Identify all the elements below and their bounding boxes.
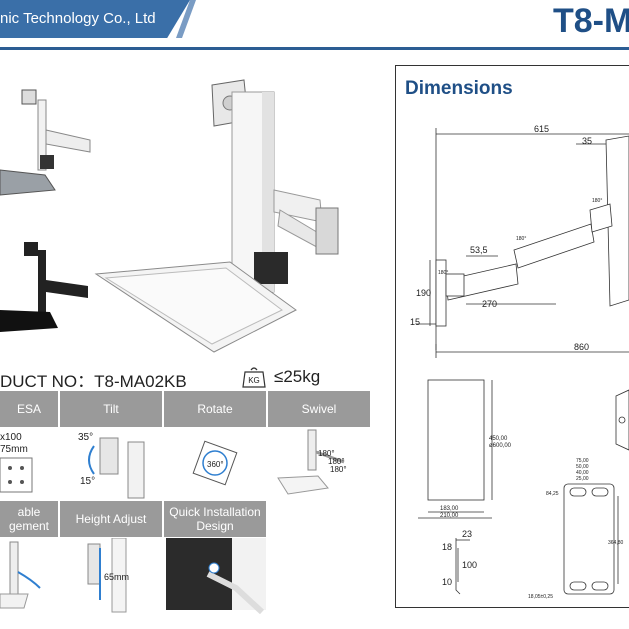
dim-600: ø600,00 [489,443,512,449]
black-mount-thumbnail [0,242,88,332]
dim-25: 25,00 [576,476,589,482]
dim-183: 183,00 [440,506,459,512]
dim-53-5: 53,5 [470,245,488,255]
rotate-arrow-icon [202,450,228,476]
feature-header-height-adjust: Height Adjust [60,501,162,537]
tilt-down-note: 15° [80,476,95,487]
weight-icon: KG [242,367,266,388]
feature-header-vesa: ESA [0,391,58,427]
dim-450: 450,00 [489,436,508,442]
dim-50: 50,00 [576,464,589,470]
weight-limit: ≤25kg [274,367,321,386]
tray-view-drawing [418,379,493,519]
dim-75: 75,00 [576,458,589,464]
feature-header-swivel: Swivel [268,391,370,427]
product-images [0,79,339,353]
dimension-drawings: 615 35 53,5 190 270 15 860 180° 180° 180… [410,124,629,600]
bracket-drawing [563,389,629,595]
white-mount-thumbnail [0,89,91,196]
dim-615: 615 [534,124,549,134]
side-view-drawing [416,128,629,358]
dim-10: 10 [442,577,452,587]
feature-header-quick-install: Quick Installation Design [164,501,266,537]
model-number-title: T8-M [553,2,629,40]
dim-100: 100 [462,560,477,570]
swivel-note-2: 180° [328,457,345,466]
dim-364-80: 364,80 [608,540,624,546]
dim-270: 270 [482,299,497,309]
feature-header-rotate: Rotate [164,391,266,427]
quick-install-monitor-icon [166,538,232,610]
dim-15: 15 [410,317,420,327]
dim-18-05: 18,05±0,25 [528,594,553,600]
rotate-square-icon [192,440,238,486]
tilt-head-icon [99,437,119,475]
arrangement-mount-icon [9,541,19,597]
angle-180-b: 180° [516,236,526,242]
header-rule [0,47,629,50]
header-band [0,0,190,38]
main-product-render [94,79,339,353]
feature-illustrations-row-1: x100 75mm 35° 15° 360° 180° 180° 180° [0,429,347,499]
feature-row-1: ESA Tilt Rotate Swivel [0,391,370,501]
dim-40: 40,00 [576,470,589,476]
feature-header-tilt: Tilt [60,391,162,427]
dim-210: 210,00 [440,513,459,519]
dimensions-title: Dimensions [405,78,513,99]
weight-badge-text: KG [248,376,260,385]
angle-180-c: 180° [592,198,602,204]
dim-23: 23 [462,529,472,539]
dim-860: 860 [574,342,589,352]
tilt-arrow-icon [88,445,95,475]
profile-drawing [455,538,470,595]
height-note: 65mm [104,572,129,582]
angle-180-a: 180° [438,270,448,276]
company-name: nic Technology Co., Ltd [0,10,156,27]
vesa-note-1: x100 [0,432,22,443]
vesa-plate-icon [0,457,33,493]
feature-header-arrangement: able gement [0,501,58,537]
feature-row-2: able gement Height Adjust Quick Installa… [0,501,266,537]
product-number: DUCT NO：T8-MA02KB [0,372,187,391]
swivel-mount-icon [307,429,317,471]
vesa-note-2: 75mm [0,444,28,455]
swivel-note-1: 180° [318,449,335,458]
swivel-note-3: 180° [330,465,347,474]
rotate-note: 360° [207,460,224,469]
dim-18: 18 [442,542,452,552]
feature-illustrations-row-2: 65mm [0,538,266,614]
dim-190: 190 [416,288,431,298]
tilt-up-note: 35° [78,432,93,443]
dimensions-panel [395,65,629,608]
height-adjust-icon [87,543,101,585]
dim-84-25: 84,25 [546,491,559,497]
dim-35: 35 [582,136,592,146]
